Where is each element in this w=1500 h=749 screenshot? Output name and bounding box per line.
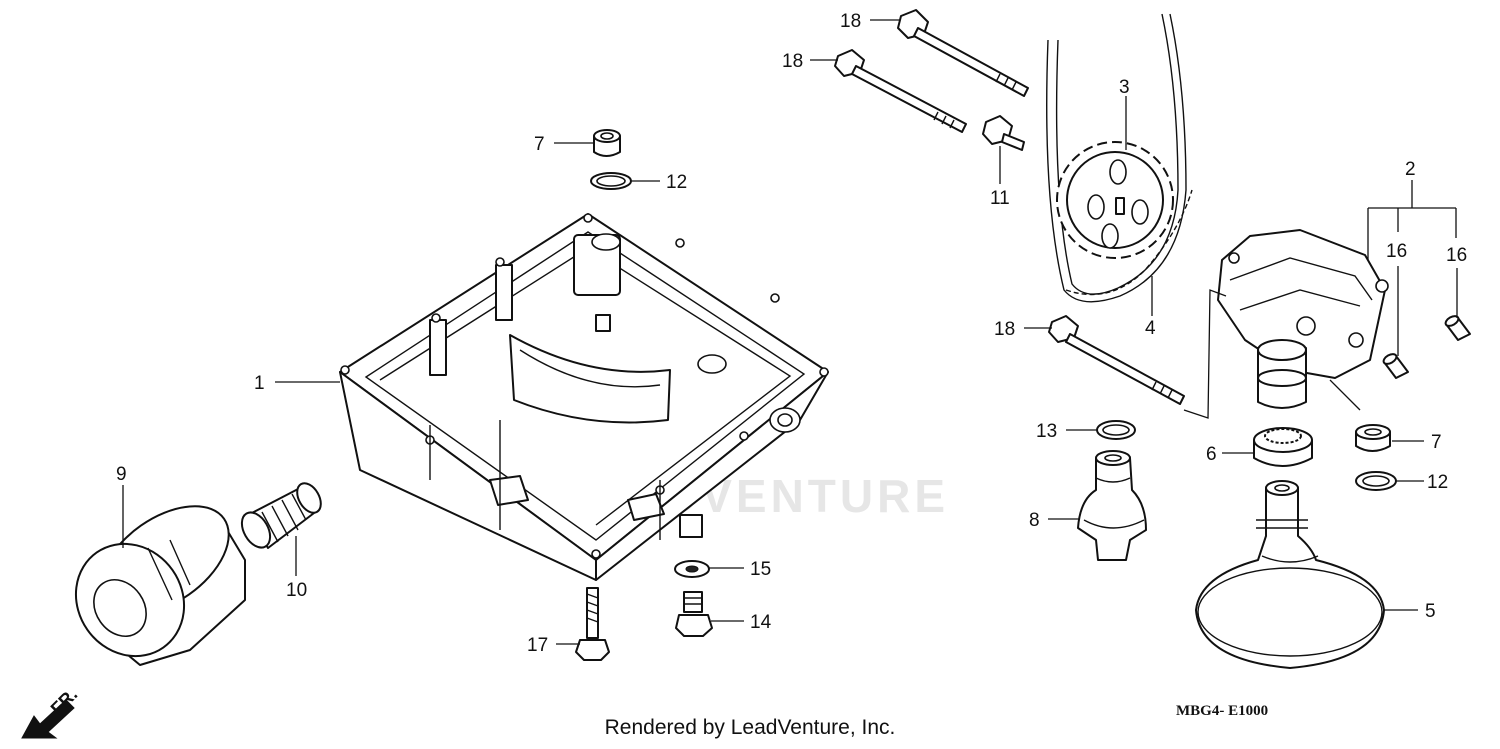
dowel-pin-16-right[interactable]	[1444, 314, 1471, 341]
callout-numbers: 1 2 3 4 5 6 7 7 8 9 10 11 12 12 13 14 15…	[116, 11, 1467, 656]
bolt-18-middle[interactable]	[834, 49, 967, 133]
bolt-17[interactable]	[575, 587, 610, 661]
callout-8: 8	[1029, 510, 1040, 531]
diagram-code: MBG4- E1000	[1176, 703, 1269, 719]
callout-5: 5	[1425, 601, 1436, 622]
bolt-18-lower[interactable]	[1048, 315, 1185, 405]
o-ring-12-right[interactable]	[1355, 471, 1397, 491]
callout-9: 9	[116, 464, 127, 485]
oil-filter[interactable]	[54, 484, 248, 677]
callout-16-left: 16	[1386, 241, 1407, 262]
o-ring-12-top[interactable]	[590, 172, 632, 190]
oil-seal-6[interactable]	[1253, 427, 1313, 467]
callout-16-right: 16	[1446, 245, 1467, 266]
callout-7-top: 7	[534, 134, 545, 155]
oil-pan[interactable]	[339, 213, 829, 581]
callout-18-middle: 18	[782, 51, 803, 72]
callout-3: 3	[1119, 77, 1130, 98]
oil-pump-assembly-2[interactable]	[1217, 229, 1389, 409]
oil-strainer-5[interactable]	[1195, 480, 1385, 669]
callout-11: 11	[990, 188, 1010, 209]
dowel-pin-16-left[interactable]	[1382, 352, 1409, 379]
callout-12-top: 12	[666, 172, 687, 193]
callout-13: 13	[1036, 421, 1057, 442]
callout-2: 2	[1405, 159, 1416, 180]
leader-lines	[122, 19, 1458, 645]
callout-1: 1	[254, 373, 265, 394]
callout-14: 14	[750, 612, 772, 633]
oil-pipe-8[interactable]	[1077, 450, 1147, 561]
footer-credit: Rendered by LeadVenture, Inc.	[604, 716, 896, 739]
callout-4: 4	[1145, 318, 1156, 339]
callout-12-right: 12	[1427, 472, 1448, 493]
callout-18-top: 18	[840, 11, 861, 32]
callout-6: 6	[1206, 444, 1217, 465]
oil-pump-sprocket-3[interactable]	[1056, 141, 1174, 259]
washer-15[interactable]	[674, 560, 710, 578]
callout-17: 17	[527, 635, 548, 656]
o-ring-13[interactable]	[1096, 420, 1136, 440]
collar-7-top[interactable]	[593, 129, 621, 157]
drain-bolt-14[interactable]	[675, 591, 713, 637]
callout-18-lower: 18	[994, 319, 1015, 340]
callout-15: 15	[750, 559, 771, 580]
bolt-18-top[interactable]	[897, 9, 1029, 97]
callout-7-right: 7	[1431, 432, 1442, 453]
bolt-11[interactable]	[982, 115, 1025, 151]
pipe-10[interactable]	[236, 479, 326, 552]
collar-7-right[interactable]	[1355, 424, 1391, 452]
callout-10: 10	[286, 580, 307, 601]
